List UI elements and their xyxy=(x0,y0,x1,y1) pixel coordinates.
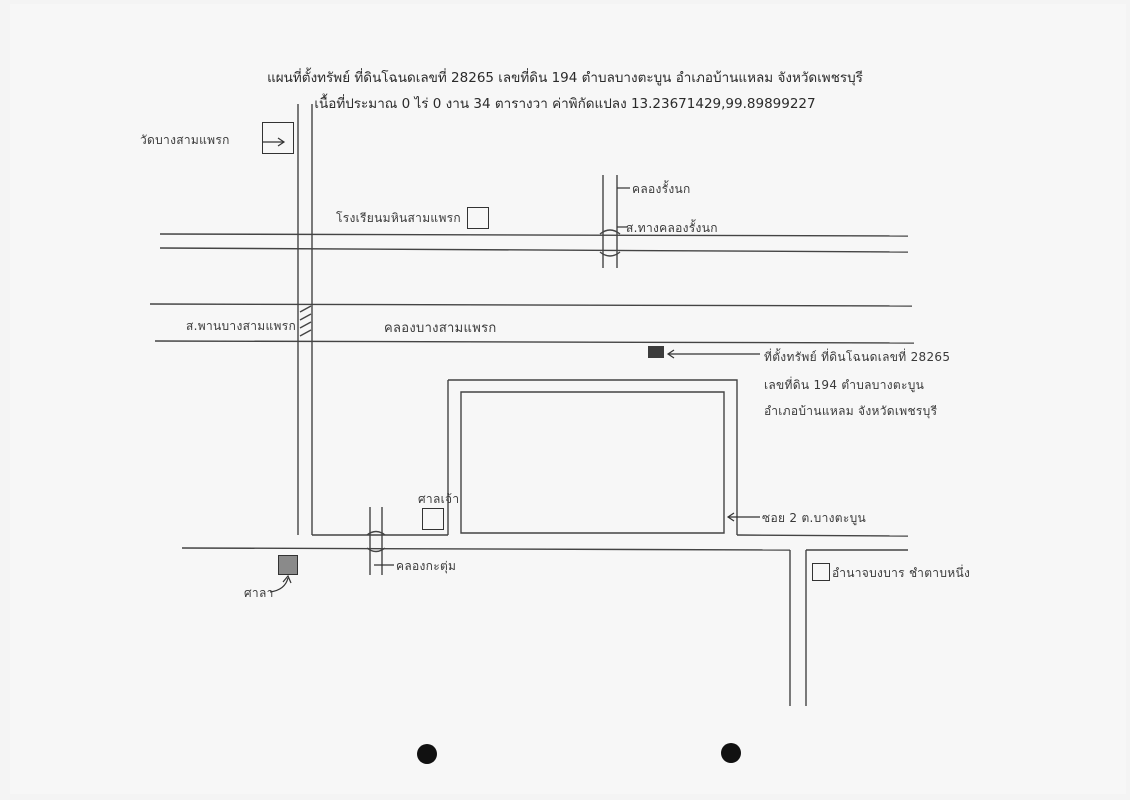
label-station-west: ส.พานบางสามแพรก xyxy=(186,319,297,333)
label-temple: วัดบางสามแพรก xyxy=(140,133,230,147)
soi-arrow-head xyxy=(726,512,735,522)
road-north-bottom-edge xyxy=(159,247,909,253)
north-bridge-bottom xyxy=(599,251,621,257)
road-south-bottom-a xyxy=(181,547,791,551)
block-inner-edge xyxy=(460,391,725,534)
pavilion-arrow-head xyxy=(282,574,292,584)
label-shrine: ศาลเจ้า xyxy=(418,492,460,506)
label-property-line-3: อำเภอบ้านแหลม จังหวัดเพชรบุรี xyxy=(764,404,938,418)
pavilion-arrow xyxy=(269,577,289,593)
block-outer-edge xyxy=(448,379,738,535)
temple-box xyxy=(262,122,294,154)
label-pavilion: ศาลา xyxy=(244,586,274,600)
label-subdistrict-office: อำนาจบงบาร ชำตาบหนึ่ง xyxy=(832,566,971,580)
label-canal-north: คลองรั้งนก xyxy=(632,182,691,196)
north-bridge-top xyxy=(599,229,621,235)
label-soi: ซอย 2 ต.บางตะบูน xyxy=(762,511,867,525)
label-school: โรงเรียนมหินสามแพรก xyxy=(336,211,461,225)
shrine-box xyxy=(422,508,444,530)
road-north-top-edge xyxy=(159,233,909,237)
paper-sheet xyxy=(10,4,1126,794)
property-arrow-head xyxy=(666,349,675,359)
label-canal-south: คลองกะตุ่ม xyxy=(396,559,457,573)
label-canal-main: คลองบางสามแพรก xyxy=(384,321,497,336)
label-property-line-2: เลขที่ดิน 194 ตำบลบางตะบูน xyxy=(764,378,925,392)
temple-arrow-head xyxy=(277,137,286,147)
school-box xyxy=(467,207,489,229)
label-station-north: ส.ทางคลองรั้งนก xyxy=(626,221,718,235)
subdistrict-office-box xyxy=(812,563,830,581)
canal-bridge-hatch xyxy=(299,305,312,337)
pavilion-box xyxy=(278,555,298,575)
property-marker xyxy=(648,346,664,358)
canal-main-top-edge xyxy=(149,303,913,307)
label-property-line-1: ที่ตั้งทรัพย์ ที่ดินโฉนดเลขที่ 28265 xyxy=(764,350,951,364)
south-bridge-top xyxy=(366,530,386,536)
map-title-line-1: แผนที่ตั้งทรัพย์ ที่ดินโฉนดเลขที่ 28265 … xyxy=(267,70,863,86)
road-south-top-b xyxy=(736,534,909,537)
binder-hole-right xyxy=(721,743,741,763)
binder-hole-left xyxy=(417,744,437,764)
map-title-line-2: เนื้อที่ประมาณ 0 ไร่ 0 งาน 34 ตารางวา ค่… xyxy=(314,96,816,112)
canal-main-bottom-edge xyxy=(154,340,915,344)
south-bridge-bottom xyxy=(366,547,386,553)
